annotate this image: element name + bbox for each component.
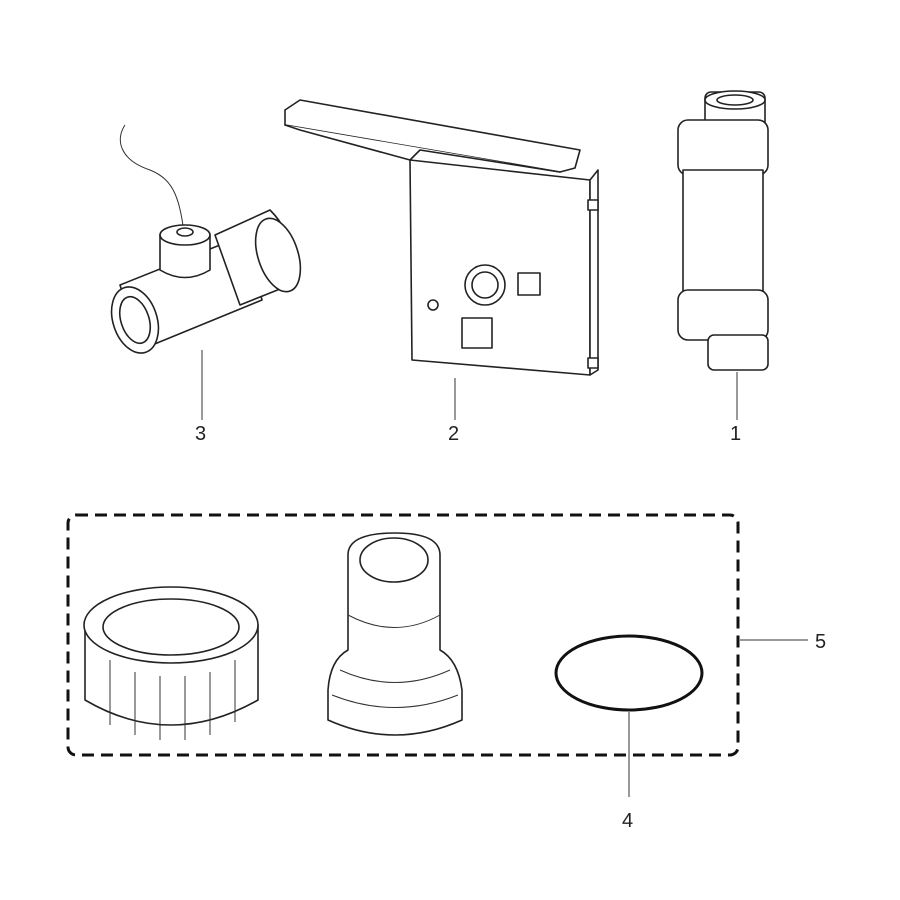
callout-4: 4	[622, 810, 633, 832]
union-nut	[83, 586, 259, 740]
part-2-control-box	[284, 99, 599, 376]
callout-3: 3	[195, 423, 206, 445]
tailpiece	[327, 532, 463, 736]
o-ring	[554, 634, 704, 712]
kit-boundary	[66, 513, 740, 757]
part-1-cell	[677, 90, 769, 371]
callout-2: 2	[448, 423, 459, 445]
callout-1: 1	[730, 423, 741, 445]
callout-5: 5	[815, 631, 826, 653]
part-3-sensor-tee	[110, 124, 302, 354]
